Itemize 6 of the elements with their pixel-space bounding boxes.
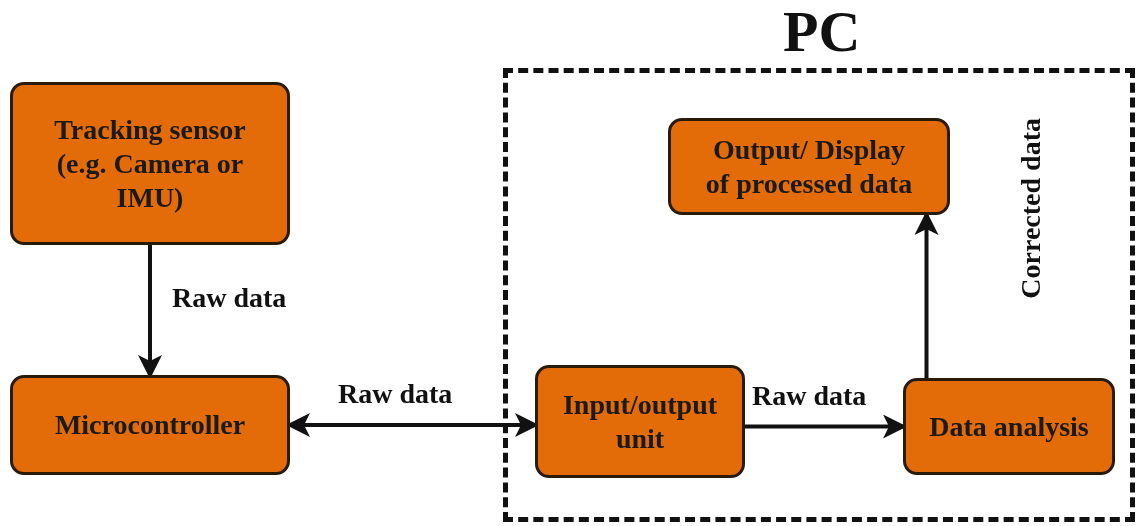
- process-box: Input/output unit: [535, 365, 745, 478]
- process-box: Output/ Display of processed data: [668, 118, 950, 215]
- group-heading: PC: [783, 2, 861, 62]
- process-box: Tracking sensor (e.g. Camera or IMU): [10, 82, 290, 245]
- process-box: Microcontroller: [10, 375, 290, 475]
- process-box: Data analysis: [903, 378, 1115, 475]
